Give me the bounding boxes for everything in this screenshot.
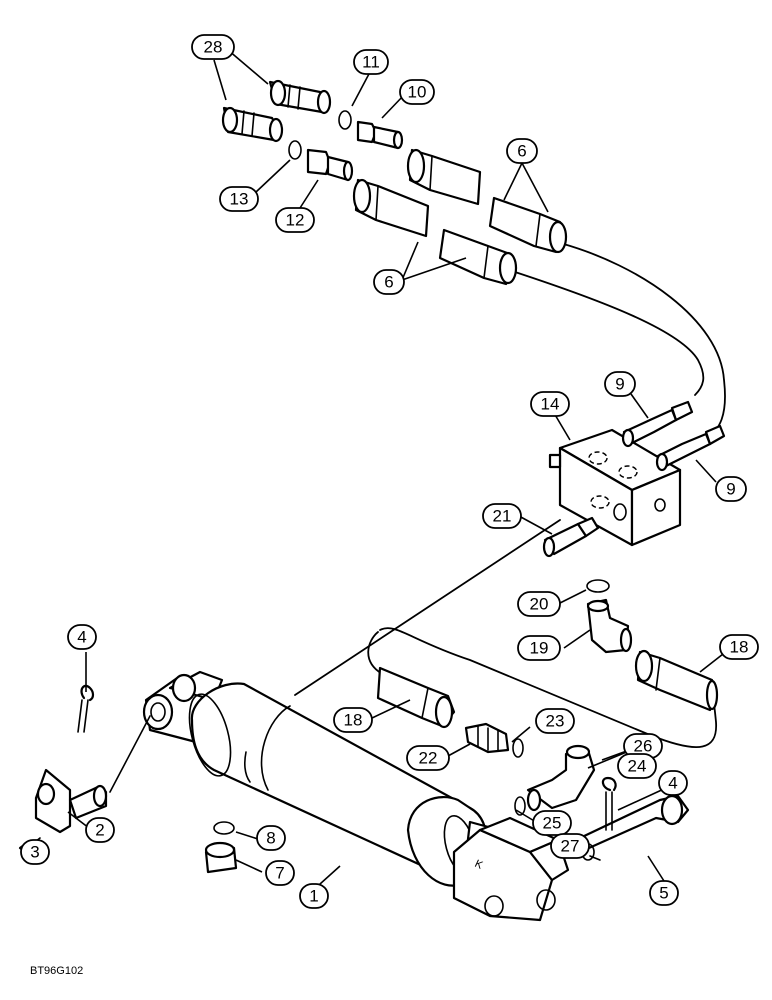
coupler-28-upper (268, 79, 332, 115)
adapter-10 (356, 120, 404, 150)
callout-20-label: 20 (530, 595, 549, 614)
callout-9-lower: 9 (715, 476, 747, 502)
hose-end-18-right (634, 649, 719, 712)
callout-10: 10 (399, 79, 435, 105)
callout-4-left: 4 (67, 624, 97, 650)
callout-26-label: 26 (634, 737, 653, 756)
callout-14: 14 (530, 391, 570, 417)
elbow-fitting-19 (586, 598, 633, 654)
adapter-22 (464, 722, 510, 754)
hose-end-6-upper-left (406, 148, 482, 206)
callout-25: 25 (532, 810, 572, 836)
callout-6-upper: 6 (506, 138, 538, 164)
callout-20: 20 (517, 591, 561, 617)
callout-27-label: 27 (561, 837, 580, 856)
callout-22: 22 (406, 745, 450, 771)
o-ring-13 (288, 140, 302, 160)
callout-14-label: 14 (541, 395, 560, 414)
callout-21: 21 (482, 503, 522, 529)
callout-6-lower-label: 6 (384, 273, 393, 292)
callout-5-label: 5 (659, 884, 668, 903)
hose-end-6-lower-right (438, 228, 518, 286)
callout-1-label: 1 (309, 887, 318, 906)
callout-18-left: 18 (333, 707, 373, 733)
callout-12: 12 (275, 207, 315, 233)
callout-13: 13 (219, 186, 259, 212)
callout-9-lower-label: 9 (726, 480, 735, 499)
hose-end-6-lower-left (352, 178, 430, 238)
callout-24: 24 (617, 753, 657, 779)
pin-2-left (34, 715, 151, 834)
callout-10-label: 10 (408, 83, 427, 102)
callout-5: 5 (649, 880, 679, 906)
hose-end-6-upper-right (488, 196, 568, 254)
callout-22-label: 22 (419, 749, 438, 768)
figure-code: BT96G102 (30, 965, 83, 977)
adapter-12 (306, 148, 354, 182)
callout-6-upper-label: 6 (517, 142, 526, 161)
callout-19-label: 19 (530, 639, 549, 658)
fitting-9-upper (621, 400, 694, 448)
callout-7-label: 7 (275, 864, 284, 883)
adapter-21 (542, 516, 600, 558)
callout-8: 8 (256, 825, 286, 851)
callout-12-label: 12 (286, 211, 305, 230)
callout-4-left-label: 4 (77, 628, 86, 647)
cotter-pin-4-right (601, 776, 617, 831)
callout-24-label: 24 (628, 757, 647, 776)
o-ring-20 (586, 579, 610, 593)
callout-26: 26 (623, 733, 663, 759)
pin-5-right (578, 794, 690, 861)
o-ring-11 (338, 110, 352, 130)
callout-21-label: 21 (493, 507, 512, 526)
callout-18-right: 18 (719, 634, 759, 660)
callout-27: 27 (550, 833, 590, 859)
callout-3: 3 (20, 839, 50, 865)
callout-25-label: 25 (543, 814, 562, 833)
callout-2: 2 (85, 817, 115, 843)
callout-3-label: 3 (30, 843, 39, 862)
callout-19: 19 (517, 635, 561, 661)
callout-7: 7 (265, 860, 295, 886)
callout-11: 11 (353, 49, 389, 75)
callout-28-label: 28 (204, 38, 223, 57)
callout-18-left-label: 18 (344, 711, 363, 730)
callout-8-label: 8 (266, 829, 275, 848)
callout-9-upper-label: 9 (615, 375, 624, 394)
hose-end-18-left (376, 666, 456, 729)
callout-28: 28 (191, 34, 235, 60)
callout-23: 23 (535, 708, 575, 734)
callout-18-right-label: 18 (730, 638, 749, 657)
callout-13-label: 13 (230, 190, 249, 209)
callout-1: 1 (299, 883, 329, 909)
callout-23-label: 23 (546, 712, 565, 731)
elbow-fitting-24 (526, 744, 596, 812)
callout-4-right-label: 4 (668, 774, 677, 793)
o-ring-23 (512, 738, 524, 758)
callout-6-lower: 6 (373, 269, 405, 295)
callout-9-upper: 9 (604, 371, 636, 397)
coupler-28-lower (221, 106, 284, 143)
hydraulic-cylinder-1: K (142, 670, 570, 922)
o-ring-25 (514, 796, 526, 816)
valve-block-14 (548, 428, 682, 547)
cotter-pin-4-left (77, 684, 95, 733)
hose-lines (294, 242, 726, 748)
fitting-9-lower (655, 424, 726, 472)
callout-11-label: 11 (362, 53, 380, 72)
callout-2-label: 2 (95, 821, 104, 840)
callout-4-right: 4 (658, 770, 688, 796)
